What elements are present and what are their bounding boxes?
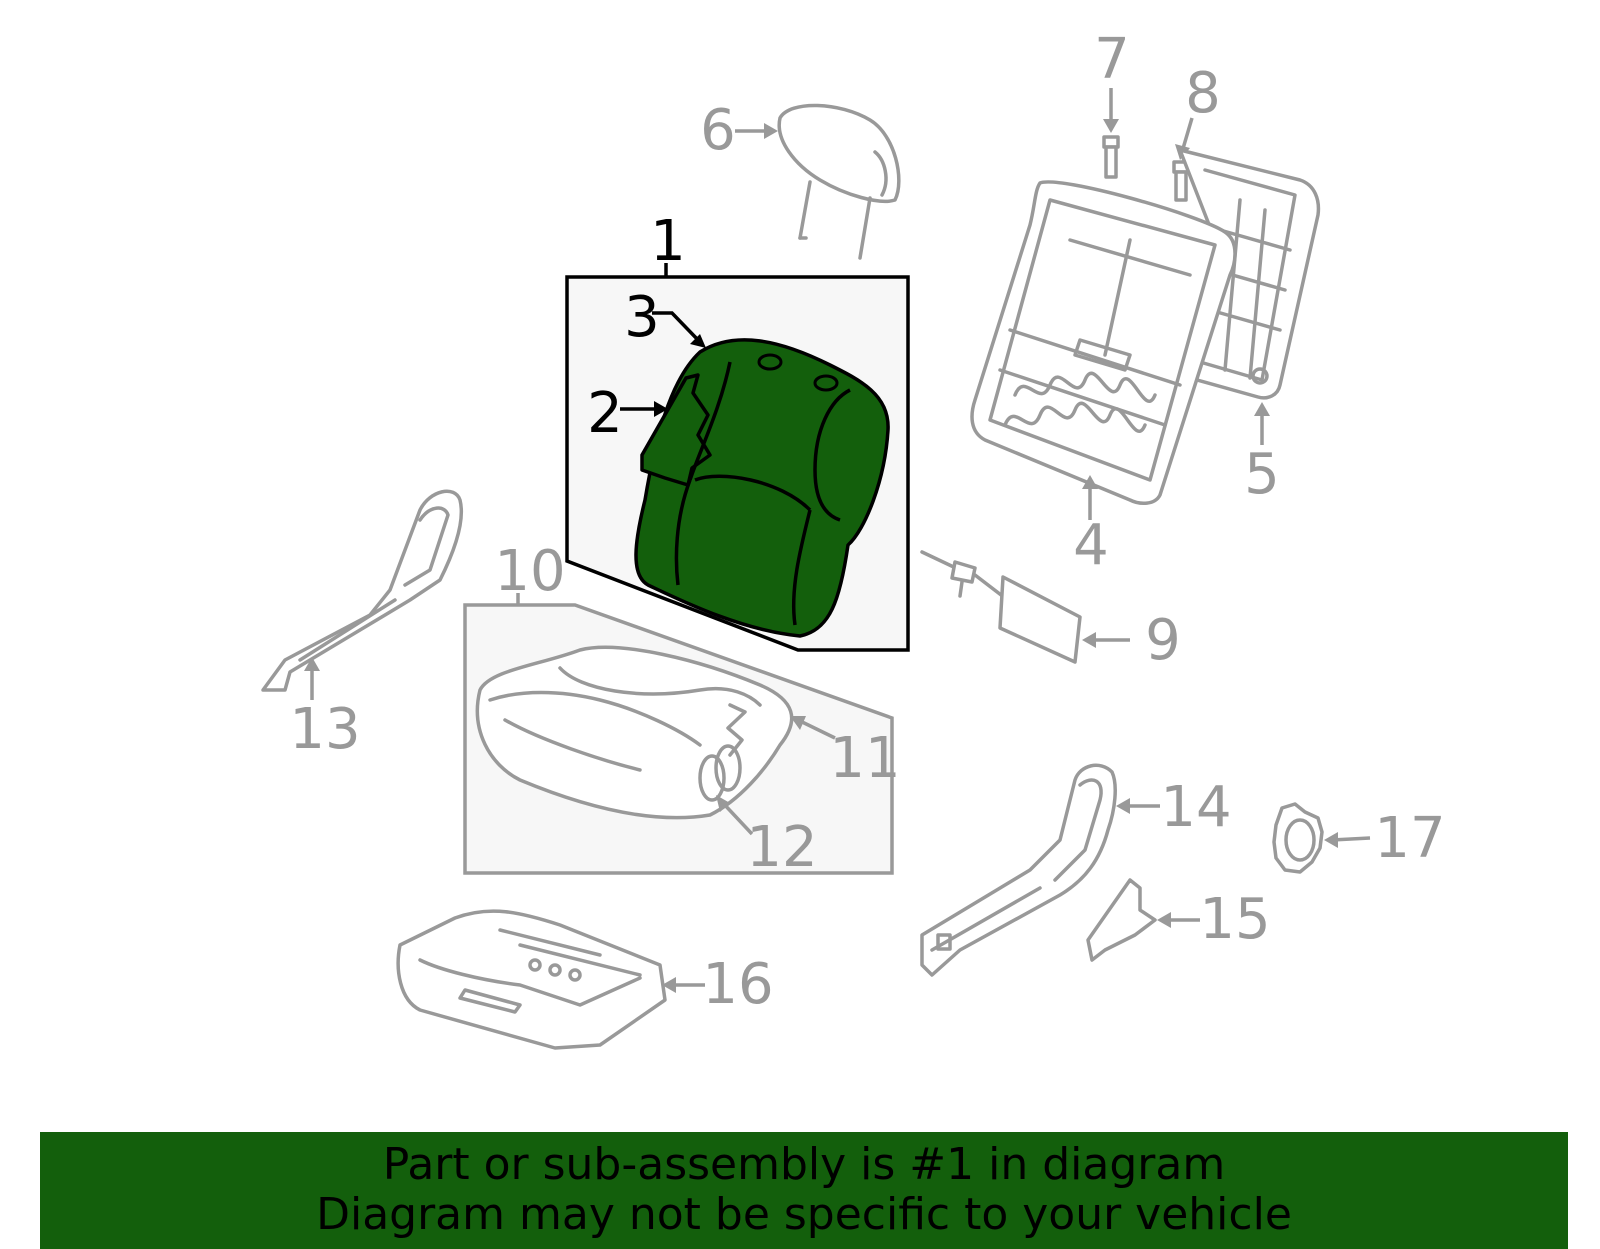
part-6-headrest[interactable]: 6 xyxy=(700,98,901,260)
part-4-seat-frame[interactable]: 4 xyxy=(970,180,1237,578)
banner-line-1: Part or sub-assembly is #1 in diagram xyxy=(382,1139,1226,1190)
callout-6-label: 6 xyxy=(700,98,736,163)
callout-9-label: 9 xyxy=(1145,608,1181,673)
part-8-bolt[interactable]: 8 xyxy=(1172,61,1221,202)
disclaimer-banner: Part or sub-assembly is #1 in diagram Di… xyxy=(40,1132,1568,1249)
callout-12-label: 12 xyxy=(746,815,817,880)
part-13-side-trim[interactable]: 13 xyxy=(261,489,464,762)
part-14-recliner-trim[interactable]: 14 xyxy=(920,763,1232,977)
seat-back-seam-4 xyxy=(674,479,692,586)
callout-3-leader xyxy=(652,311,702,344)
callout-11-label: 11 xyxy=(829,726,900,791)
callout-13-label: 13 xyxy=(289,697,360,762)
seat-back-seam-1 xyxy=(688,361,732,481)
callout-3-arrowhead xyxy=(690,334,706,348)
headrest-hole-left xyxy=(757,353,783,371)
callout-17-label: 17 xyxy=(1374,806,1445,871)
callout-16-label: 16 xyxy=(702,952,773,1017)
callout-8-label: 8 xyxy=(1185,61,1221,126)
callout-2-arrowhead xyxy=(654,401,668,417)
part-17-cap[interactable]: 17 xyxy=(1272,802,1446,874)
seat-back-seam-3 xyxy=(694,474,812,512)
callout-15-label: 15 xyxy=(1199,887,1270,952)
headrest-hole-right xyxy=(813,374,839,392)
part-7-bolt[interactable]: 7 xyxy=(1094,27,1130,179)
part-5-back-panel[interactable]: 5 xyxy=(1178,148,1321,507)
part-9-module[interactable]: 9 xyxy=(920,550,1181,673)
part-10-seat-cushion-assembly[interactable]: 10 11 12 xyxy=(463,539,901,880)
part-16-seat-pan[interactable]: 16 xyxy=(396,909,774,1050)
assembly-1-group[interactable]: 1 3 2 xyxy=(565,209,910,652)
seat-back-side-flap[interactable] xyxy=(640,373,712,487)
callout-5-label: 5 xyxy=(1244,442,1280,507)
callout-3-label: 3 xyxy=(624,285,660,350)
callout-2-label: 2 xyxy=(587,381,623,446)
callout-4-label: 4 xyxy=(1073,513,1109,578)
part-15-cover[interactable]: 15 xyxy=(1086,878,1271,962)
callout-1-label: 1 xyxy=(650,209,686,274)
seat-back-seam-5 xyxy=(791,509,812,626)
callout-14-label: 14 xyxy=(1160,775,1231,840)
callout-10-label: 10 xyxy=(494,539,565,604)
seat-back-seam-2 xyxy=(813,388,851,522)
callout-7-label: 7 xyxy=(1094,27,1130,92)
banner-line-2: Diagram may not be specific to your vehi… xyxy=(316,1189,1292,1240)
